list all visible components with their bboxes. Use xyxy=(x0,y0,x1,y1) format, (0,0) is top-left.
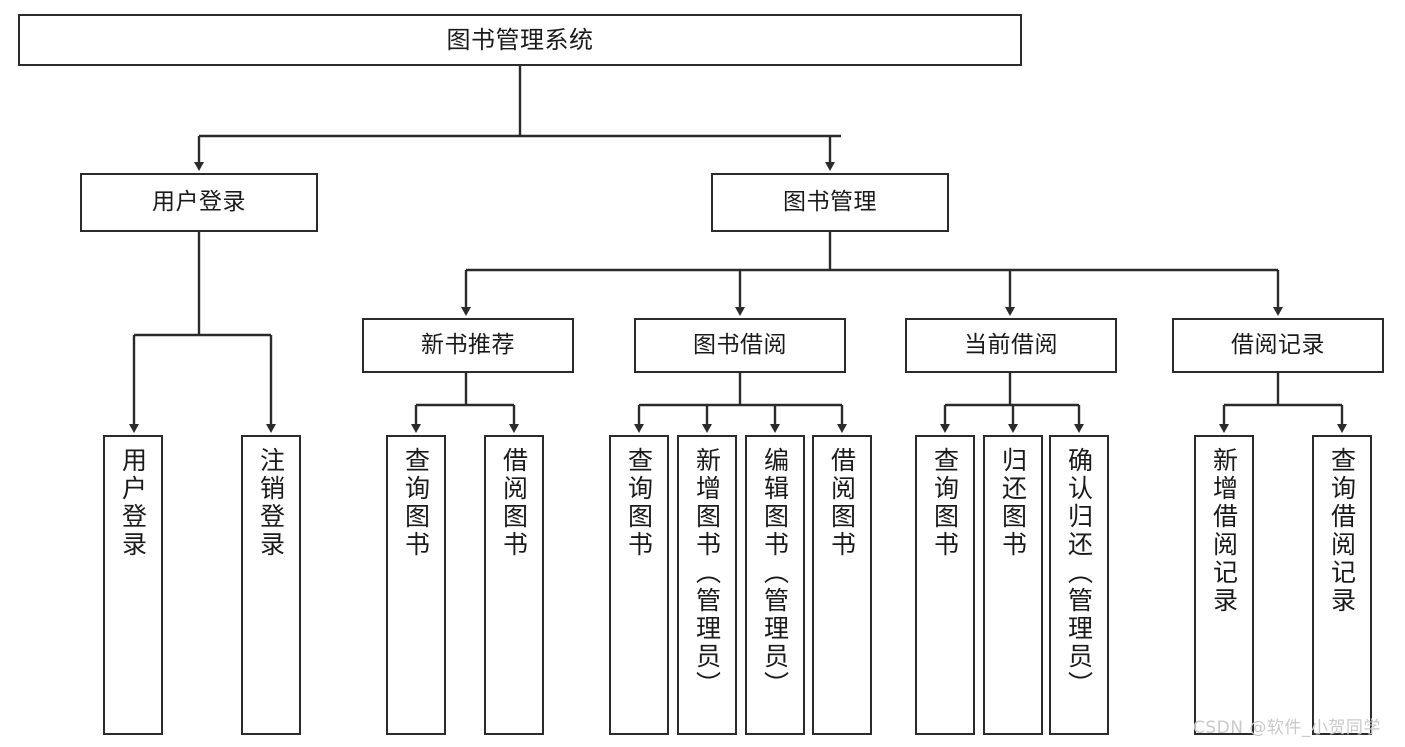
node-new-book-recommend[interactable]: 新书推荐 xyxy=(362,318,574,373)
node-leaf-borrow-lend-label: 借阅图书 xyxy=(827,447,857,559)
node-leaf-current-return-label: 归还图书 xyxy=(998,447,1028,559)
csdn-watermark: CSDN @软件_小贺同学 xyxy=(1193,718,1381,738)
node-leaf-record-add-label: 新增借阅记录 xyxy=(1209,447,1239,615)
node-leaf-borrow-edit[interactable]: 编辑图书（管理员） xyxy=(745,435,805,735)
node-book-borrow[interactable]: 图书借阅 xyxy=(634,318,846,373)
node-leaf-user-logout[interactable]: 注销登录 xyxy=(241,435,301,735)
node-leaf-borrow-lend[interactable]: 借阅图书 xyxy=(812,435,872,735)
node-current-borrow[interactable]: 当前借阅 xyxy=(905,318,1117,373)
node-leaf-current-return[interactable]: 归还图书 xyxy=(983,435,1043,735)
node-borrow-records-label: 借阅记录 xyxy=(1231,331,1325,358)
node-leaf-borrow-query[interactable]: 查询图书 xyxy=(609,435,669,735)
node-leaf-record-add[interactable]: 新增借阅记录 xyxy=(1194,435,1254,735)
node-leaf-current-query-label: 查询图书 xyxy=(930,447,960,559)
node-leaf-current-query[interactable]: 查询图书 xyxy=(915,435,975,735)
node-leaf-borrow-query-label: 查询图书 xyxy=(624,447,654,559)
node-leaf-newbook-borrow[interactable]: 借阅图书 xyxy=(484,435,544,735)
node-leaf-user-logout-label: 注销登录 xyxy=(256,447,286,559)
node-leaf-borrow-edit-label: 编辑图书（管理员） xyxy=(760,447,790,699)
node-leaf-record-query[interactable]: 查询借阅记录 xyxy=(1312,435,1372,735)
node-leaf-borrow-add-label: 新增图书（管理员） xyxy=(692,447,722,699)
node-root[interactable]: 图书管理系统 xyxy=(18,14,1022,66)
node-leaf-borrow-add[interactable]: 新增图书（管理员） xyxy=(677,435,737,735)
node-leaf-newbook-query[interactable]: 查询图书 xyxy=(386,435,446,735)
node-book-borrow-label: 图书借阅 xyxy=(693,331,787,358)
node-book-management-label: 图书管理 xyxy=(783,188,877,215)
node-user-login-label: 用户登录 xyxy=(152,188,246,215)
node-new-book-recommend-label: 新书推荐 xyxy=(421,331,515,358)
node-user-login[interactable]: 用户登录 xyxy=(80,173,318,232)
node-leaf-newbook-borrow-label: 借阅图书 xyxy=(499,447,529,559)
node-leaf-user-login-label: 用户登录 xyxy=(118,447,148,559)
node-root-label: 图书管理系统 xyxy=(446,25,594,54)
node-leaf-newbook-query-label: 查询图书 xyxy=(401,447,431,559)
node-leaf-record-query-label: 查询借阅记录 xyxy=(1327,447,1357,615)
node-book-management[interactable]: 图书管理 xyxy=(711,173,949,232)
node-borrow-records[interactable]: 借阅记录 xyxy=(1172,318,1384,373)
node-leaf-current-confirm-label: 确认归还（管理员） xyxy=(1064,447,1094,699)
node-current-borrow-label: 当前借阅 xyxy=(964,331,1058,358)
node-leaf-current-confirm[interactable]: 确认归还（管理员） xyxy=(1049,435,1109,735)
node-leaf-user-login[interactable]: 用户登录 xyxy=(103,435,163,735)
